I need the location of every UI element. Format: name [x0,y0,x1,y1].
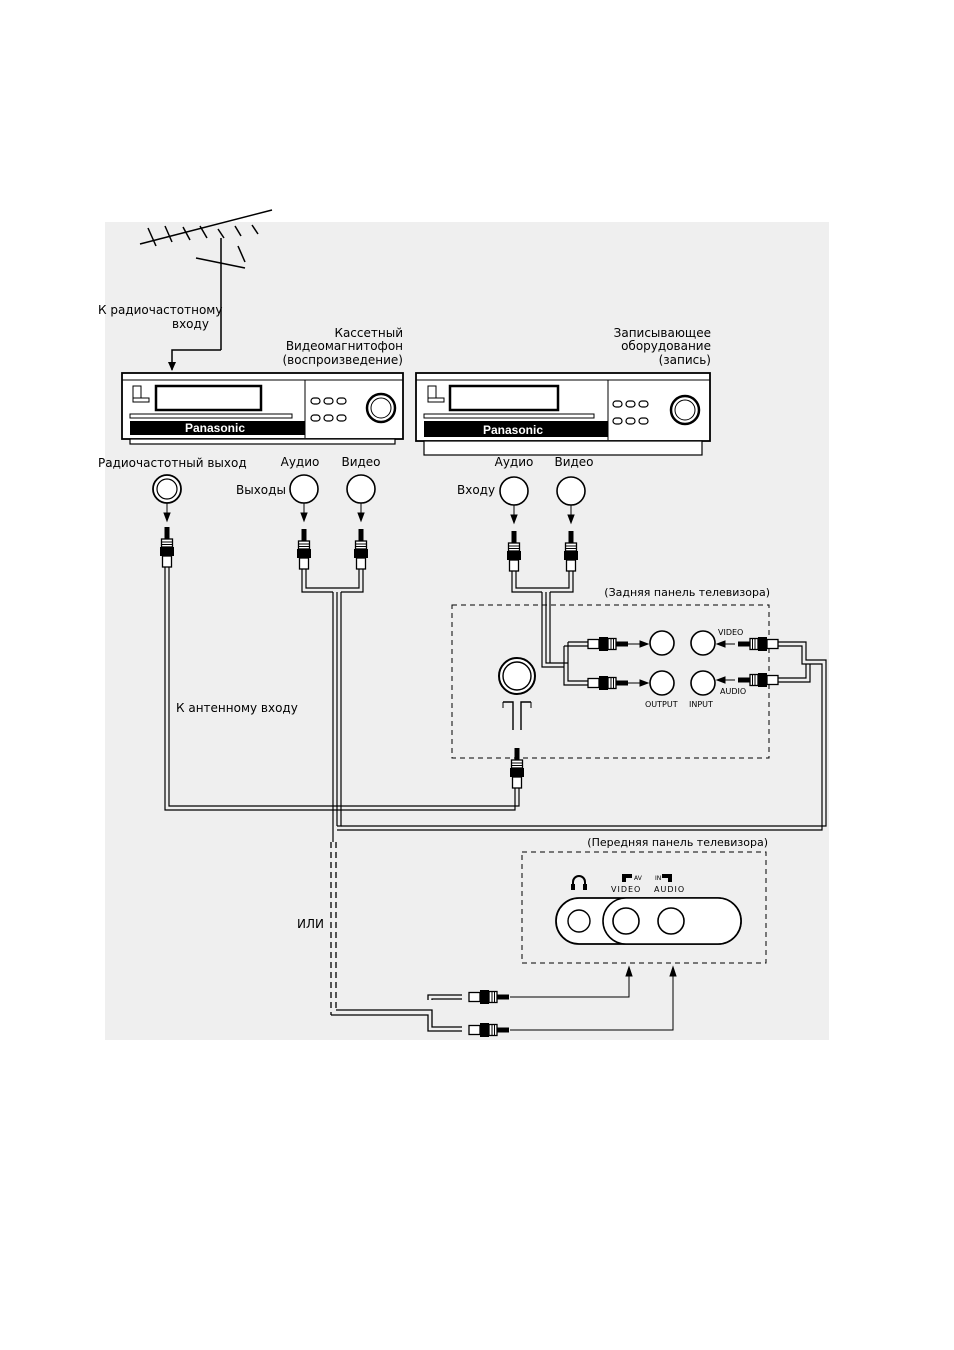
recorder-audio-label: Аудио [495,455,534,469]
av-marker [622,874,672,882]
arrow-icon [163,503,575,525]
antenna-icon [139,209,273,371]
tv-front-video: VIDEO [611,885,641,894]
recorder-device [415,372,711,456]
vcr-play-title-3: (воспроизведение) [282,353,403,367]
vcr-audio-label: Аудио [281,455,320,469]
vcr-video-label: Видео [341,455,380,469]
recorder-brand: Panasonic [483,423,543,437]
vcr-play-title-2: Видеомагнитофон [286,339,403,353]
tv-rear-output: OUTPUT [645,700,678,709]
vcr-play-brand: Panasonic [185,421,245,435]
vcr-outputs-label: Выходы [236,483,286,497]
tv-rear-jacks [649,630,716,696]
tv-front-title: (Передняя панель телевизора) [587,836,768,849]
or-label: ИЛИ [297,917,324,931]
recorder-title-3: (запись) [659,353,711,367]
recorder-video-label: Видео [554,455,593,469]
tv-front-av: AV [634,875,643,882]
antenna-label-1: К радиочастотному [98,303,222,317]
tv-front-audio: AUDIO [654,885,685,894]
tv-rear-video: VIDEO [718,628,743,637]
tv-rear-input: INPUT [689,700,713,709]
vcr-play-title-1: Кассетный [334,326,403,340]
tv-front-socket-strip [555,897,742,945]
antenna-input-jack [498,657,536,730]
cables [164,567,827,842]
vcr-play-device [121,372,404,445]
recorder-input-label: Входу [457,483,495,497]
tv-front-panel [521,851,767,964]
headphones-icon [571,875,587,890]
tv-front-in: IN [655,875,661,882]
rf-out-label: Радиочастотный выход [98,456,247,470]
or-route [330,842,462,1032]
antenna-input-label: К антенному входу [176,701,298,715]
arrow-icon [510,965,677,1031]
recorder-title-2: оборудование [621,339,711,353]
tv-rear-audio: AUDIO [720,687,746,696]
tv-rear-title: (Задняя панель телевизора) [604,586,770,599]
jacks [152,474,586,506]
recorder-title-1: Записывающее [614,326,711,340]
antenna-label-2: входу [172,317,209,331]
arrow-icon [628,640,735,687]
